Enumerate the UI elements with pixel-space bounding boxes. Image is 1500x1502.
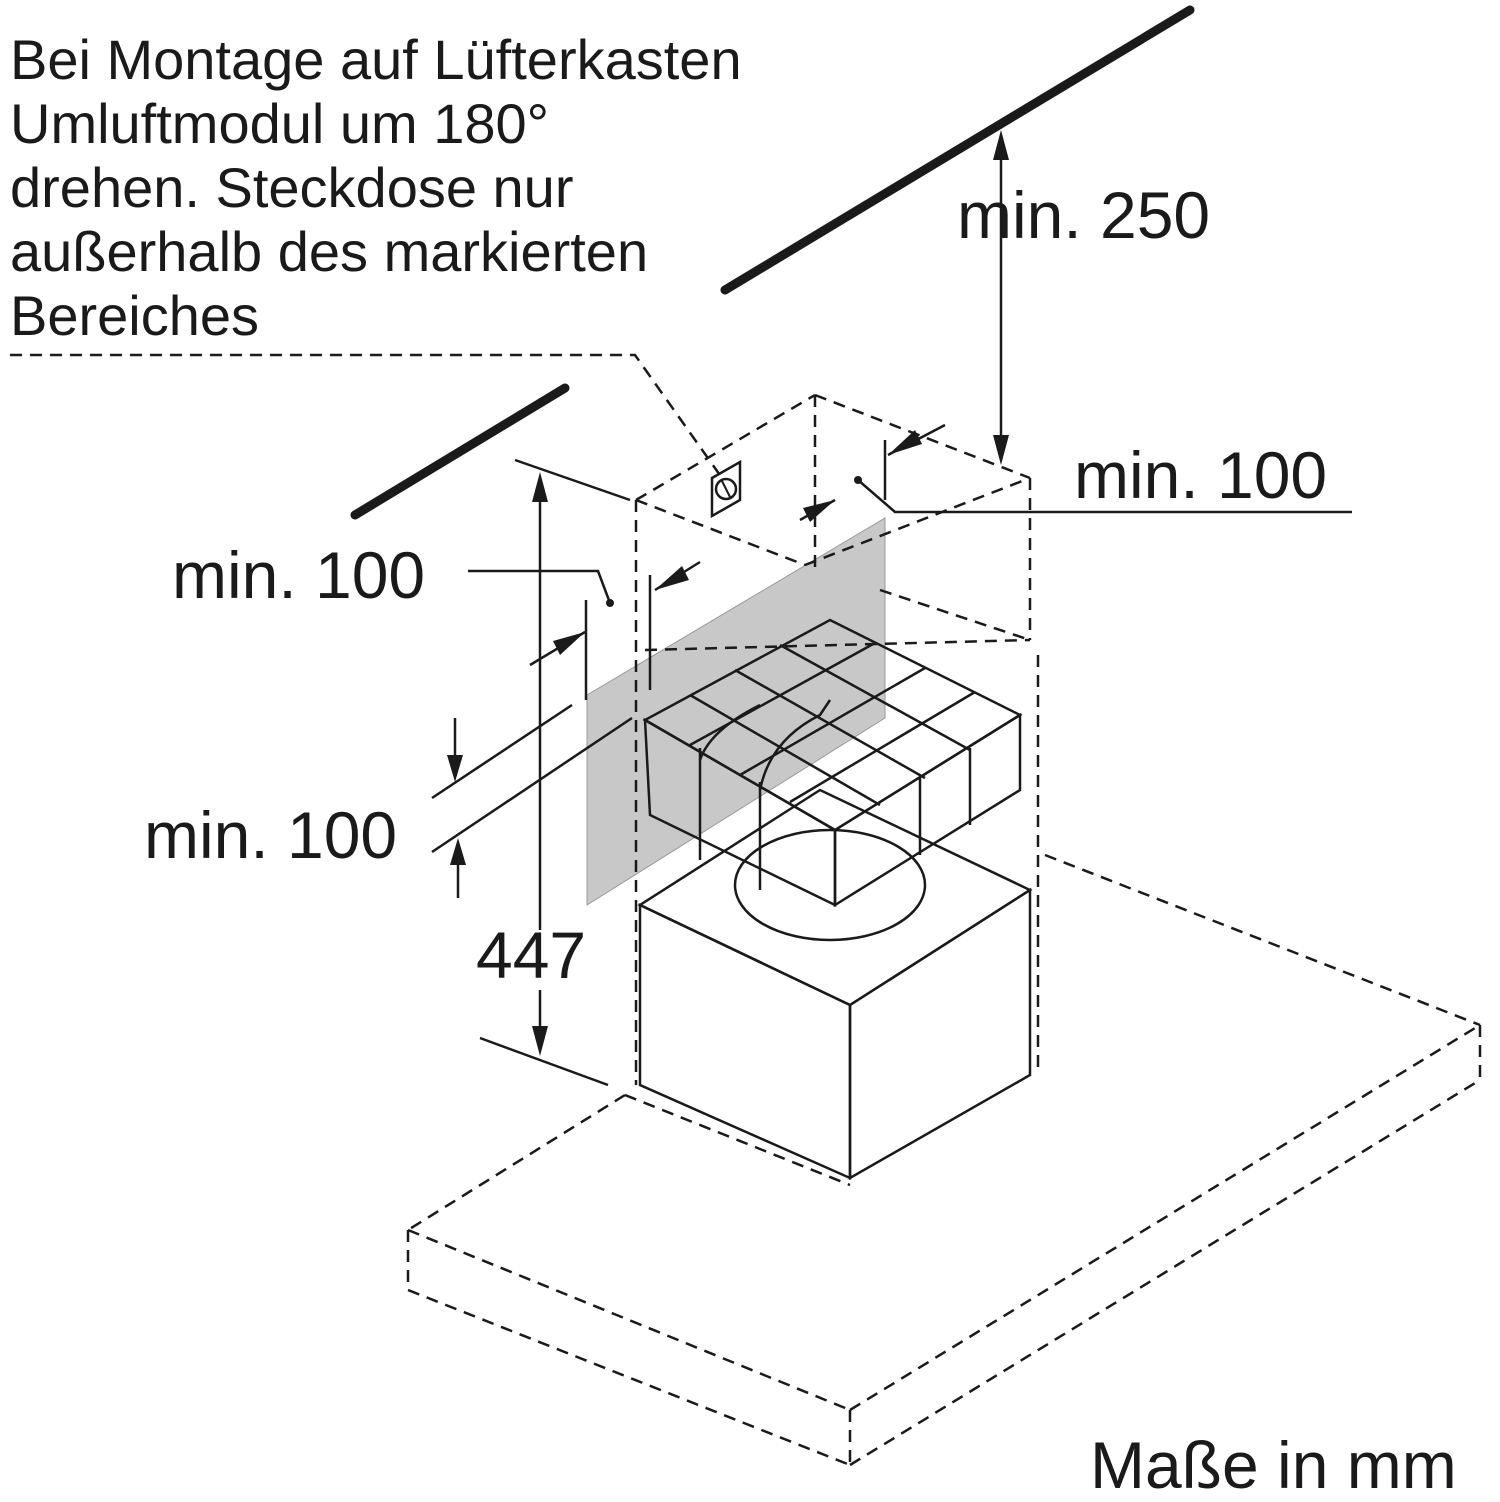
ceiling-line-right — [720, 5, 1195, 295]
label-left-clearance: min. 100 — [172, 538, 426, 612]
dimension-height — [479, 458, 631, 1087]
filter-module-icon — [642, 618, 1023, 942]
hood-outline — [406, 853, 1482, 1467]
note-line-2: Umluftmodul um 180° — [10, 92, 550, 155]
label-top-clearance: min. 250 — [957, 178, 1211, 252]
units-caption: Maße in mm — [1090, 1428, 1457, 1502]
marked-area — [586, 517, 886, 906]
label-height: 447 — [476, 918, 587, 992]
note-line-1: Bei Montage auf Lüfterkasten — [10, 28, 742, 91]
dimension-right-clearance — [799, 423, 1352, 522]
label-right-clearance: min. 100 — [1074, 438, 1328, 512]
power-socket-icon — [710, 459, 742, 519]
installation-note: Bei Montage auf Lüfterkasten Umluftmodul… — [10, 28, 742, 348]
dimension-top-clearance — [993, 130, 1009, 465]
note-line-4: außerhalb des markierten — [10, 220, 649, 283]
dimension-lower-clearance — [431, 703, 633, 898]
note-leader-line — [10, 353, 724, 479]
ceiling-line-left — [350, 383, 570, 520]
label-lower-clearance: min. 100 — [144, 798, 398, 872]
chimney-outline — [634, 393, 1040, 1085]
note-line-3: drehen. Steckdose nur — [10, 156, 574, 219]
note-line-5: Bereiches — [10, 284, 260, 347]
